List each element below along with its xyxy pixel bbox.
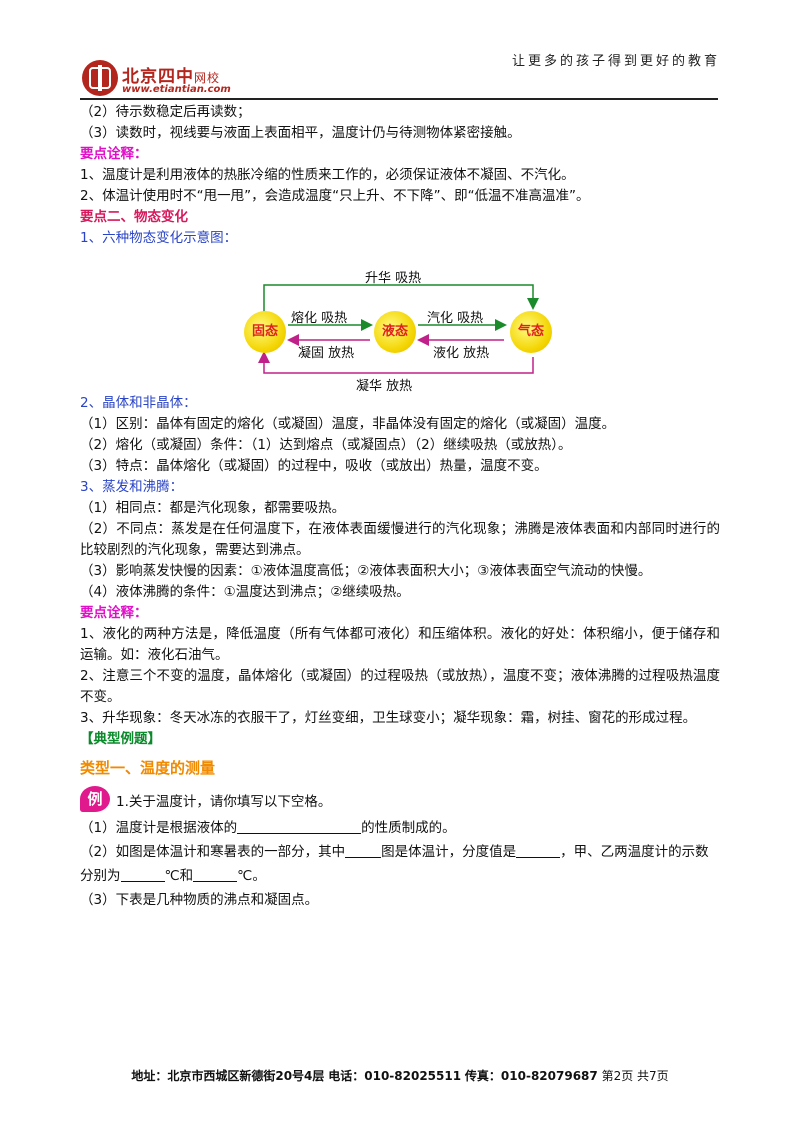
fax-label: 传真：	[464, 1069, 501, 1083]
address-label: 地址：	[131, 1069, 168, 1083]
subsection-heading: 2、晶体和非晶体：	[80, 395, 197, 411]
solid-state-node: 固态	[244, 311, 286, 353]
answer-blank[interactable]	[237, 819, 362, 834]
page-number: 第2页 共7页	[601, 1069, 669, 1083]
liquefaction-label: 液化 放热	[433, 346, 490, 361]
text-line: （2）熔化（或凝固）条件：（1）达到熔点（或凝固点）（2）继续吸热（或放热）。	[80, 437, 572, 453]
key-note-heading: 要点诠释：	[80, 605, 148, 621]
phone-value: 010-82025511	[364, 1069, 462, 1083]
text-paragraph: 2、注意三个不变的温度，晶体熔化（或凝固）的过程吸热（或放热），温度不变；液体沸…	[80, 668, 720, 705]
text-line: （3）影响蒸发快慢的因素：①液体温度高低；②液体表面积大小；③液体表面空气流动的…	[80, 563, 652, 579]
solidification-label: 凝固 放热	[298, 346, 355, 361]
text-line: （4）液体沸腾的条件：①温度达到沸点；②继续吸热。	[80, 584, 410, 600]
key-note-heading: 要点诠释：	[80, 146, 148, 162]
document-body: （2）待示数稳定后再读数； （3）读数时，视线要与液面上表面相平，温度计仍与待测…	[80, 102, 720, 911]
melting-label: 熔化 吸热	[291, 311, 348, 326]
answer-blank[interactable]	[120, 867, 165, 882]
text-paragraph: 1、液化的两种方法是，降低温度（所有气体都可液化）和压缩体积。液化的好处：体积缩…	[80, 626, 720, 663]
example-row: 例 1.关于温度计，请你填写以下空格。	[80, 784, 720, 818]
subsection-heading: 3、蒸发和沸腾：	[80, 479, 184, 495]
question-line: （1）温度计是根据液体的的性质制成的。	[80, 819, 456, 836]
deposition-arrow	[258, 351, 534, 374]
text-line: 2、体温计使用时不“甩一甩”，会造成温度“只上升、不下降”、即“低温不准高温准”…	[80, 188, 590, 204]
page-footer: 地址：北京市西城区新德街20号4层 电话：010-82025511 传真：010…	[0, 1067, 800, 1084]
page-header: 北京四中网校 www.etiantian.com 让更多的孩子得到更好的教育	[0, 0, 800, 100]
logo-url: www.etiantian.com	[122, 84, 231, 95]
sublimation-arrow	[263, 284, 539, 313]
type-heading: 类型一、温度的测量	[80, 759, 216, 777]
fax-value: 010-82079687	[500, 1069, 598, 1083]
diagram-arrows	[258, 284, 539, 374]
header-slogan: 让更多的孩子得到更好的教育	[511, 54, 720, 69]
deposition-label: 凝华 放热	[356, 379, 413, 394]
gas-state-node: 气态	[510, 311, 552, 353]
school-logo-icon	[82, 60, 118, 96]
answer-blank[interactable]	[516, 843, 561, 858]
question-intro: 1.关于温度计，请你填写以下空格。	[116, 794, 332, 810]
vaporization-label: 汽化 吸热	[427, 311, 484, 326]
question-line: （2）如图是体温计和寒暑表的一部分，其中图是体温计，分度值是，甲、乙两温度计的示…	[80, 843, 709, 860]
section-heading: 要点二、物态变化	[80, 209, 188, 225]
phone-label: 电话：	[328, 1069, 365, 1083]
text-line: 1、温度计是利用液体的热胀冷缩的性质来工作的，必须保证液体不凝固、不汽化。	[80, 167, 575, 183]
address-value: 北京市西城区新德街20号4层	[167, 1069, 325, 1083]
question-line: （3）下表是几种物质的沸点和凝固点。	[80, 892, 319, 908]
text-line: （2）待示数稳定后再读数；	[80, 104, 251, 120]
typical-examples-heading: 【典型例题】	[80, 731, 161, 747]
logo-name: 北京四中网校	[122, 67, 221, 87]
text-line: （1）相同点：都是汽化现象，都需要吸热。	[80, 500, 346, 516]
logo-sub: 网校	[194, 71, 221, 85]
liquid-state-node: 液态	[374, 311, 416, 353]
answer-blank[interactable]	[193, 867, 238, 882]
answer-blank[interactable]	[345, 843, 382, 858]
text-line: （1）区别：晶体有固定的熔化（或凝固）温度，非晶体没有固定的熔化（或凝固）温度。	[80, 416, 616, 432]
text-line: 3、升华现象：冬天冰冻的衣服干了，灯丝变细，卫生球变小；凝华现象：霜，树挂、窗花…	[80, 710, 697, 726]
subsection-heading: 1、六种物态变化示意图：	[80, 230, 238, 246]
question-line: 分别为℃和℃。	[80, 867, 266, 884]
sublimation-label: 升华 吸热	[365, 271, 422, 286]
example-badge-icon: 例	[80, 786, 110, 812]
text-line: （3）特点：晶体熔化（或凝固）的过程中，吸收（或放出）热量，温度不变。	[80, 458, 548, 474]
header-divider	[80, 98, 718, 100]
text-line: （3）读数时，视线要与液面上表面相平，温度计仍与待测物体紧密接触。	[80, 125, 521, 141]
text-paragraph: （2）不同点：蒸发是在任何温度下，在液体表面缓慢进行的汽化现象；沸腾是液体表面和…	[80, 521, 720, 558]
state-change-diagram: 升华 吸热 熔化 吸热 汽化 吸热 凝固 放热 液化 放热 凝华 放热 固态 液…	[80, 255, 720, 394]
